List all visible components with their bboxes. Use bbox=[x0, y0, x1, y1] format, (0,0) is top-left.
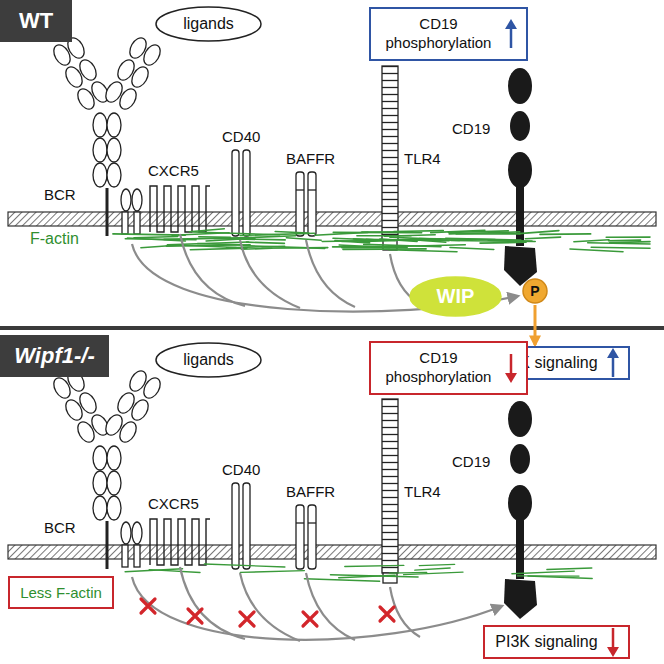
callout-box: Less F-actin bbox=[8, 576, 114, 609]
node-text: WIP bbox=[437, 285, 475, 308]
node-text: Wipf1-/- bbox=[14, 343, 94, 369]
receptor-label: CXCR5 bbox=[148, 162, 199, 179]
readout-box: CD19 phosphorylation bbox=[369, 341, 528, 395]
receptor-label: CD19 bbox=[452, 453, 490, 470]
ligand-ellipse: ligands bbox=[155, 6, 262, 42]
receptor-label: CD40 bbox=[222, 461, 260, 478]
receptor-label: CD19 bbox=[452, 120, 490, 137]
genotype-label: WT bbox=[0, 0, 72, 42]
down-arrow-symbol bbox=[606, 627, 620, 657]
receptor-label: BAFFR bbox=[286, 483, 335, 500]
actin-label: F-actin bbox=[30, 230, 79, 248]
readout-box: CD19 phosphorylation bbox=[369, 7, 528, 61]
signal-arrow bbox=[534, 305, 537, 345]
node-text: ligands bbox=[183, 351, 234, 369]
receptor-label: TLR4 bbox=[404, 150, 441, 167]
genotype-label: Wipf1-/- bbox=[0, 335, 109, 377]
node-text: ligands bbox=[183, 15, 234, 33]
receptor-label: BAFFR bbox=[286, 150, 335, 167]
node-text: P bbox=[530, 283, 539, 299]
wip-ellipse: WIP bbox=[409, 276, 502, 317]
node-text: CD19 phosphorylation bbox=[381, 349, 496, 387]
node-text: Less F-actin bbox=[20, 584, 102, 601]
down-arrow-symbol bbox=[504, 353, 518, 383]
up-arrow-symbol bbox=[504, 19, 518, 49]
readout-box: PI3K signaling bbox=[483, 625, 630, 659]
ligand-ellipse: ligands bbox=[155, 342, 262, 378]
receptor-label: TLR4 bbox=[404, 483, 441, 500]
node-text: PI3K signaling bbox=[495, 633, 597, 651]
phospho-circle: P bbox=[522, 278, 548, 304]
receptor-label: BCR bbox=[44, 519, 76, 536]
node-text: WT bbox=[19, 8, 53, 34]
up-arrow-symbol bbox=[606, 348, 620, 378]
receptor-label: BCR bbox=[44, 186, 76, 203]
receptor-label: CD40 bbox=[222, 128, 260, 145]
receptor-label: CXCR5 bbox=[148, 495, 199, 512]
node-text: CD19 phosphorylation bbox=[381, 15, 496, 53]
